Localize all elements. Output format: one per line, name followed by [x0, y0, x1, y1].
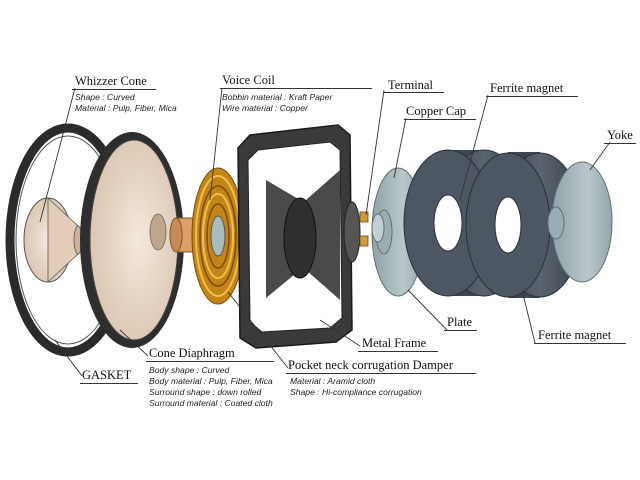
terminal-label: Terminal: [388, 78, 433, 92]
cone-diaphragm: [80, 132, 184, 348]
whizzer-cone-underline: [72, 89, 156, 90]
whizzer-cone: [23, 197, 83, 283]
ferrite-magnet-bottom-underline: [534, 343, 626, 344]
yoke-underline: [604, 143, 636, 144]
damper-spec-1: Material : Aramid cloth: [290, 376, 376, 386]
metal-frame-underline: [358, 351, 438, 352]
damper-spec-2: Shape : Hi-compliance corrugation: [290, 387, 422, 397]
copper-cap: [371, 213, 385, 243]
cone-diaphragm-underline: [146, 361, 274, 362]
whizzer-cone-label: Whizzer Cone: [75, 74, 147, 88]
terminal-underline: [384, 92, 444, 93]
voice-coil-label: Voice Coil: [222, 73, 275, 87]
plate-underline: [444, 330, 477, 331]
whizzer-cone-spec-2: Material : Pulp, Fiber, Mica: [75, 103, 177, 113]
cone-diaphragm-label: Cone Diaphragm: [149, 346, 235, 360]
metal-frame: [237, 124, 361, 349]
damper: [191, 167, 245, 305]
ferrite-magnet-top-underline: [486, 96, 578, 97]
copper-cap-label: Copper Cap: [406, 104, 467, 118]
damper-label: Pocket neck corrugation Damper: [288, 358, 453, 372]
ferrite-magnet-top-label: Ferrite magnet: [490, 81, 564, 95]
yoke: [547, 161, 613, 283]
cone-diaphragm-spec-1: Body shape : Curved: [149, 365, 230, 375]
metal-frame-label: Metal Frame: [362, 336, 427, 350]
gasket-label: GASKET: [82, 368, 132, 382]
ferrite-magnet-bottom-label: Ferrite magnet: [538, 328, 612, 342]
whizzer-cone-spec-1: Shape : Curved: [75, 92, 135, 102]
yoke-label: Yoke: [607, 128, 633, 142]
cone-diaphragm-spec-2: Body material : Pulp, Fiber, Mica: [149, 376, 273, 386]
voice-coil-spec-1: Bobbin material : Kraft Paper: [222, 92, 333, 102]
gasket-underline: [80, 383, 138, 384]
copper-cap-underline: [404, 119, 476, 120]
terminal: [359, 211, 369, 247]
cone-diaphragm-spec-4: Surround material : Coated cloth: [149, 398, 273, 408]
plate-label: Plate: [447, 315, 472, 329]
cone-diaphragm-spec-3: Surround shape : down rolled: [149, 387, 262, 397]
voice-coil-spec-2: Wire material : Copper: [222, 103, 308, 113]
voice-coil-underline: [220, 88, 372, 89]
leader-lines: [39, 87, 611, 377]
damper-underline: [286, 373, 476, 374]
